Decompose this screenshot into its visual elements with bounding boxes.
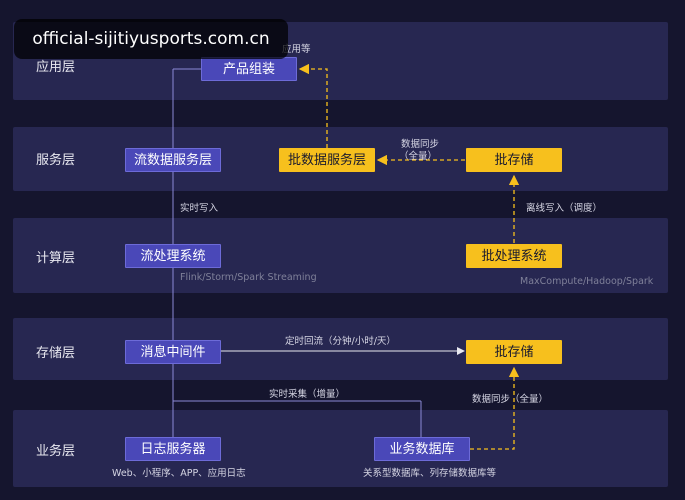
batch-storage-mid-node: 批存储 [466, 340, 562, 364]
stream-tools-caption: Flink/Storm/Spark Streaming [180, 272, 317, 283]
sync-full-bottom-caption: 数据同步（全量） [472, 394, 549, 405]
message-middleware-node: 消息中间件 [125, 340, 221, 364]
product-assembly-node: 产品组装 [201, 57, 297, 81]
db-to-storage-dashed [470, 366, 520, 450]
app-layer-label: 应用层 [36, 60, 76, 75]
business-db-node: 业务数据库 [374, 437, 470, 461]
stream-data-service-node: 流数据服务层 [125, 148, 221, 172]
batch-processing-node: 批处理系统 [466, 244, 562, 268]
realtime-collect-caption: 实时采集（增量） [269, 389, 346, 400]
realtime-write-caption: 实时写入 [180, 203, 219, 214]
service-layer-label: 服务层 [36, 153, 76, 168]
storage-layer-label: 存储层 [36, 346, 76, 361]
watermark-banner: official-sijitiyusports.com.cn [14, 19, 288, 59]
scheduled-backflow-caption: 定时回流（分钟/小时/天） [285, 336, 396, 347]
business-layer-label: 业务层 [36, 444, 76, 459]
stream-processing-node: 流处理系统 [125, 244, 221, 268]
business-layer-band [13, 410, 668, 487]
sync-full-caption-line1: 数据同步 [401, 139, 440, 150]
sync-full-caption-line2: （全量） [399, 151, 438, 162]
batch-storage-top-node: 批存储 [466, 148, 562, 172]
log-sources-caption: Web、小程序、APP、应用日志 [112, 468, 246, 479]
app-partial-caption: 应用等 [282, 44, 311, 55]
batch-tools-caption: MaxCompute/Hadoop/Spark [520, 276, 654, 287]
batch-data-service-node: 批数据服务层 [279, 148, 375, 172]
offline-write-caption: 离线写入（调度） [526, 203, 603, 214]
db-types-caption: 关系型数据库、列存储数据库等 [363, 468, 497, 479]
compute-layer-label: 计算层 [36, 251, 76, 266]
batch-to-product-dashed [298, 63, 328, 148]
log-server-node: 日志服务器 [125, 437, 221, 461]
